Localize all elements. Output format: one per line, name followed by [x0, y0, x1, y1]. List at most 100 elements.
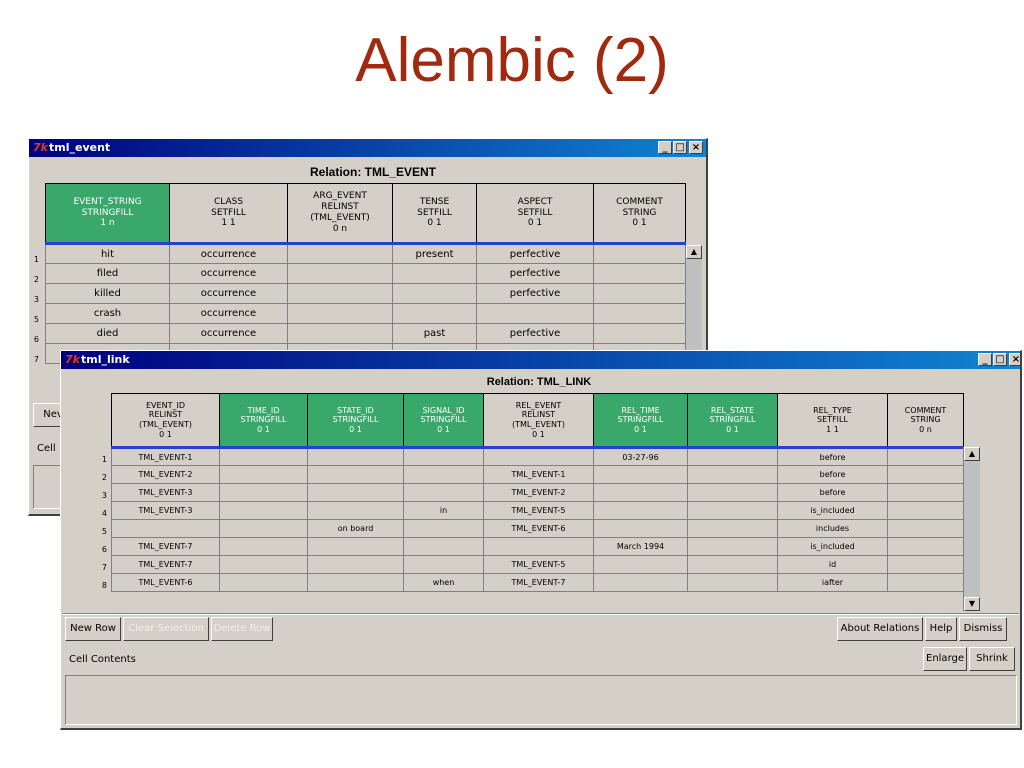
table-cell[interactable]: TML_EVENT-7 [111, 537, 220, 556]
table-cell[interactable] [593, 501, 688, 520]
table-cell[interactable] [287, 303, 393, 324]
table-row[interactable]: died occurrence past perfective [45, 323, 686, 344]
table-cell[interactable] [687, 537, 778, 556]
table-cell[interactable] [287, 242, 393, 264]
column-header-time-id[interactable]: TIME_ID STRINGFILL 0 1 [219, 393, 308, 448]
table-row[interactable]: TML_EVENT-2 TML_EVENT-1 before [111, 465, 964, 484]
table-row[interactable]: on board TML_EVENT-6 includes [111, 519, 964, 538]
table-cell[interactable] [593, 323, 686, 344]
table-cell[interactable] [687, 501, 778, 520]
column-header-comment[interactable]: COMMENT STRING 0 n [887, 393, 964, 448]
table-cell[interactable] [307, 537, 404, 556]
scroll-up-icon[interactable]: ▲ [686, 245, 702, 259]
table-cell[interactable] [392, 303, 477, 324]
table-cell[interactable]: on board [307, 519, 404, 538]
table-cell[interactable]: before [777, 483, 888, 502]
table-cell[interactable]: March 1994 [593, 537, 688, 556]
table-cell[interactable] [483, 446, 594, 466]
tml-event-titlebar[interactable]: 7k tml_event _ □ × [29, 139, 706, 157]
table-cell[interactable] [403, 537, 484, 556]
table-cell[interactable] [219, 483, 308, 502]
table-cell[interactable] [219, 465, 308, 484]
table-cell[interactable] [887, 483, 964, 502]
table-cell[interactable] [287, 323, 393, 344]
table-row[interactable]: TML_EVENT-3 TML_EVENT-2 before [111, 483, 964, 502]
column-header-comment[interactable]: COMMENT STRING 0 1 [593, 183, 686, 244]
table-cell[interactable] [287, 263, 393, 284]
table-cell[interactable] [593, 303, 686, 324]
table-cell[interactable]: is_included [777, 537, 888, 556]
scroll-up-icon[interactable]: ▲ [964, 447, 980, 461]
table-cell[interactable]: TML_EVENT-7 [483, 573, 594, 592]
table-cell[interactable]: killed [45, 283, 170, 304]
table-cell[interactable] [593, 465, 688, 484]
table-cell[interactable] [687, 483, 778, 502]
table-row[interactable]: TML_EVENT-7 TML_EVENT-5 id [111, 555, 964, 574]
table-cell[interactable] [403, 465, 484, 484]
table-cell[interactable] [593, 519, 688, 538]
new-row-button[interactable]: New Row [65, 617, 121, 641]
table-row[interactable]: TML_EVENT-1 03-27-96 before [111, 446, 964, 466]
help-button[interactable]: Help [925, 617, 957, 641]
table-cell[interactable]: when [403, 573, 484, 592]
maximize-icon[interactable]: □ [673, 141, 687, 154]
table-cell[interactable] [219, 501, 308, 520]
table-cell[interactable]: TML_EVENT-3 [111, 501, 220, 520]
table-cell[interactable] [593, 263, 686, 284]
close-icon[interactable]: × [689, 141, 703, 154]
table-cell[interactable] [307, 555, 404, 574]
table-cell[interactable] [403, 483, 484, 502]
minimize-icon[interactable]: _ [978, 353, 992, 366]
table-cell[interactable]: past [392, 323, 477, 344]
table-cell[interactable]: 03-27-96 [593, 446, 688, 466]
table-cell[interactable]: TML_EVENT-6 [483, 519, 594, 538]
table-cell[interactable] [476, 303, 594, 324]
column-header-tense[interactable]: TENSE SETFILL 0 1 [392, 183, 477, 244]
table-cell[interactable] [593, 242, 686, 264]
column-header-aspect[interactable]: ASPECT SETFILL 0 1 [476, 183, 594, 244]
table-cell[interactable]: occurrence [169, 283, 288, 304]
table-cell[interactable]: perfective [476, 242, 594, 264]
table-cell[interactable]: occurrence [169, 303, 288, 324]
table-cell[interactable]: id [777, 555, 888, 574]
cell-contents-box[interactable] [65, 675, 1017, 725]
vertical-scrollbar[interactable]: ▲ [685, 245, 702, 375]
close-icon[interactable]: × [1009, 353, 1020, 366]
table-cell[interactable]: perfective [476, 323, 594, 344]
column-header-event-string[interactable]: EVENT_STRING STRINGFILL 1 n [45, 183, 170, 244]
table-cell[interactable]: in [403, 501, 484, 520]
column-header-class[interactable]: CLASS SETFILL 1 1 [169, 183, 288, 244]
table-cell[interactable]: before [777, 446, 888, 466]
table-cell[interactable] [219, 519, 308, 538]
table-cell[interactable] [392, 263, 477, 284]
table-cell[interactable]: TML_EVENT-3 [111, 483, 220, 502]
table-row[interactable]: crash occurrence [45, 303, 686, 324]
table-cell[interactable]: TML_EVENT-1 [483, 465, 594, 484]
table-cell[interactable]: is_included [777, 501, 888, 520]
tml-link-titlebar[interactable]: 7k tml_link _ □ × [61, 351, 1020, 369]
clear-selection-button[interactable]: Clear Selection [123, 617, 209, 641]
table-cell[interactable] [307, 465, 404, 484]
table-cell[interactable] [687, 465, 778, 484]
table-cell[interactable]: TML_EVENT-2 [483, 483, 594, 502]
table-cell[interactable] [403, 519, 484, 538]
table-cell[interactable] [593, 283, 686, 304]
table-cell[interactable] [307, 446, 404, 466]
table-row[interactable]: TML_EVENT-7 March 1994 is_included [111, 537, 964, 556]
table-cell[interactable]: occurrence [169, 263, 288, 284]
about-relations-button[interactable]: About Relations [837, 617, 923, 641]
table-cell[interactable]: occurrence [169, 323, 288, 344]
table-cell[interactable]: iafter [777, 573, 888, 592]
column-header-rel-type[interactable]: REL_TYPE SETFILL 1 1 [777, 393, 888, 448]
column-header-rel-event[interactable]: REL_EVENT RELINST (TML_EVENT) 0 1 [483, 393, 594, 448]
column-header-rel-time[interactable]: REL_TIME STRINGFILL 0 1 [593, 393, 688, 448]
table-cell[interactable]: perfective [476, 283, 594, 304]
table-cell[interactable]: before [777, 465, 888, 484]
column-header-rel-state[interactable]: REL_STATE STRINGFILL 0 1 [687, 393, 778, 448]
table-cell[interactable] [403, 446, 484, 466]
table-cell[interactable] [887, 446, 964, 466]
table-cell[interactable] [887, 573, 964, 592]
table-cell[interactable] [307, 501, 404, 520]
table-cell[interactable]: filed [45, 263, 170, 284]
table-cell[interactable]: died [45, 323, 170, 344]
